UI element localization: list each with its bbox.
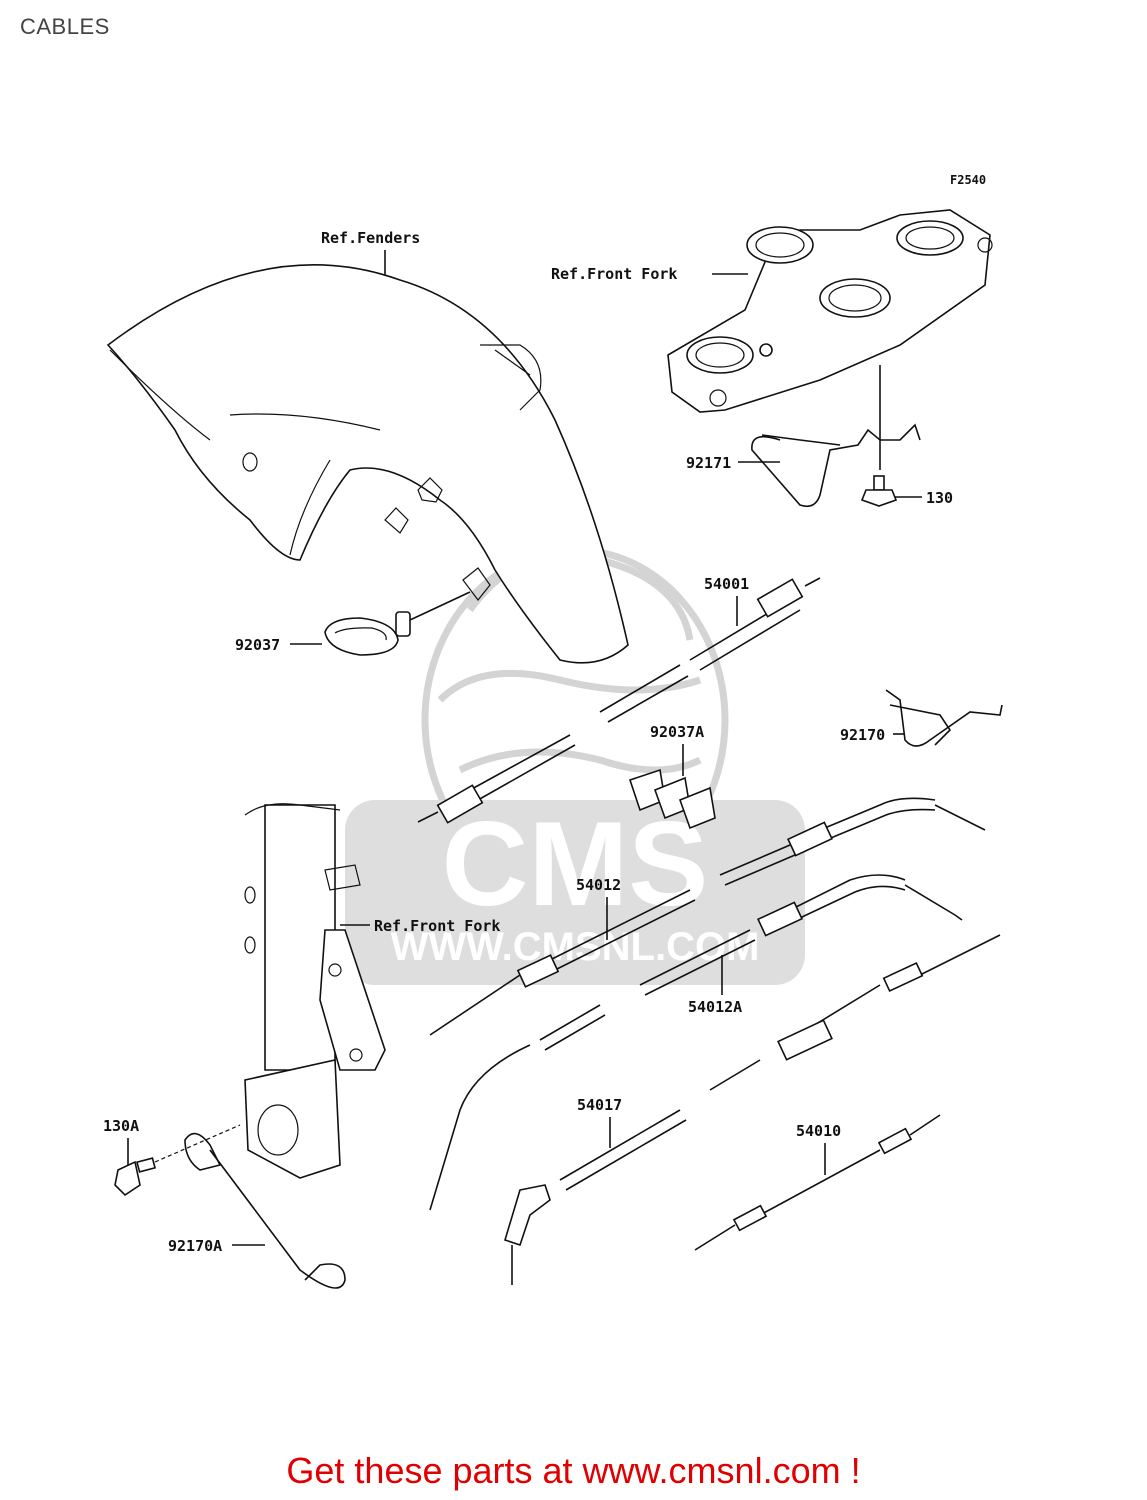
cable-54001-drawing bbox=[417, 577, 821, 824]
label-54012a: 54012A bbox=[688, 998, 742, 1016]
cable-54012a-drawing bbox=[429, 874, 963, 1211]
clip-92037-drawing bbox=[324, 611, 411, 656]
label-54012: 54012 bbox=[576, 876, 621, 894]
label-54010: 54010 bbox=[796, 1122, 841, 1140]
label-92170: 92170 bbox=[840, 726, 885, 744]
cable-54017-drawing bbox=[504, 934, 1001, 1285]
front-fork-drawing bbox=[244, 803, 386, 1179]
watermark-logo-text: CMS bbox=[442, 797, 709, 931]
fork-bracket-drawing bbox=[667, 209, 993, 413]
label-130: 130 bbox=[926, 489, 953, 507]
clamp-92170a-drawing bbox=[184, 1132, 346, 1289]
label-92170a: 92170A bbox=[168, 1237, 222, 1255]
cable-54012-drawing bbox=[429, 797, 986, 1036]
label-130a: 130A bbox=[103, 1117, 139, 1135]
cable-54010-drawing bbox=[694, 1114, 941, 1251]
fender-drawing bbox=[106, 264, 629, 664]
figure-code: F2540 bbox=[950, 173, 986, 187]
label-ref-fenders: Ref.Fenders bbox=[321, 229, 420, 247]
parts-diagram: CMS WWW.CMSNL.COM F2540 Ref.Fenders Ref.… bbox=[103, 173, 1003, 1289]
bolt-130-drawing bbox=[860, 475, 898, 507]
clamp-92170-drawing bbox=[885, 689, 1003, 747]
label-92171: 92171 bbox=[686, 454, 731, 472]
label-54001: 54001 bbox=[704, 575, 749, 593]
page-title: CABLES bbox=[20, 14, 110, 39]
label-ref-front-fork-side: Ref.Front Fork bbox=[374, 917, 500, 935]
label-92037: 92037 bbox=[235, 636, 280, 654]
label-ref-front-fork-top: Ref.Front Fork bbox=[551, 265, 677, 283]
bolt-130a-drawing bbox=[114, 1157, 157, 1197]
label-54017: 54017 bbox=[577, 1096, 622, 1114]
footer-link[interactable]: Get these parts at www.cmsnl.com ! bbox=[286, 1450, 861, 1491]
clip-92037a-drawing bbox=[628, 768, 716, 830]
label-92037a: 92037A bbox=[650, 723, 704, 741]
clamp-92171-drawing bbox=[751, 423, 921, 508]
